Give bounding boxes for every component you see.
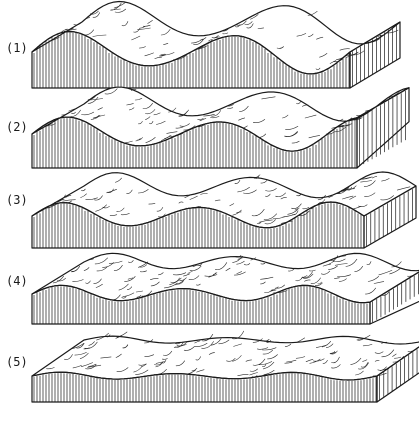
stage-label: (1) <box>6 41 28 55</box>
stage-label: (4) <box>6 274 28 288</box>
block-stage-2: (2) <box>6 87 409 168</box>
block-stage-1: (1) <box>6 2 400 89</box>
stage-label: (2) <box>6 120 28 134</box>
stage-label: (3) <box>6 193 28 207</box>
block-stage-3: (3) <box>6 172 416 248</box>
block-stage-4: (4) <box>6 253 419 324</box>
block-stage-5: (5) <box>6 331 419 402</box>
stage-label: (5) <box>6 355 28 369</box>
